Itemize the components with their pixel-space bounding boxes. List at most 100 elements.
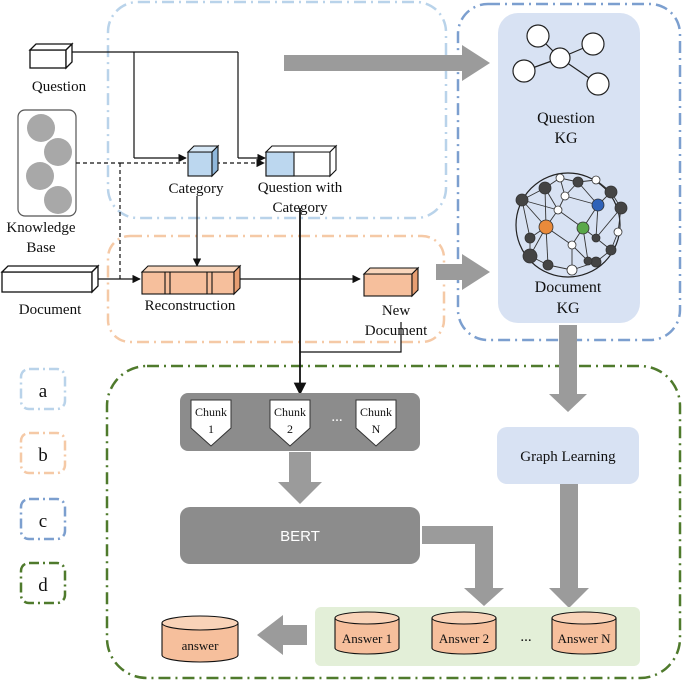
knowledge-base-dashed-links xyxy=(76,158,265,279)
legend-d-box xyxy=(19,561,67,605)
knowledge-base-label-2: Base xyxy=(26,240,56,256)
kg-node xyxy=(605,244,617,256)
category-label: Category xyxy=(169,181,224,197)
kg-node xyxy=(591,198,605,212)
answer-cylinder-body xyxy=(334,618,400,655)
chunk-item: Chunk 1 xyxy=(190,399,232,447)
chunk-item: Chunk 2 xyxy=(269,399,311,447)
answer-cylinder: Answer 1 xyxy=(334,611,400,655)
answer-cylinder: Answer N xyxy=(551,611,617,655)
reconstruction-label: Reconstruction xyxy=(145,298,236,314)
document-kg-label-1: Document xyxy=(535,279,602,296)
chunk-number: 1 xyxy=(208,422,214,436)
category-cube xyxy=(186,144,220,178)
bert-label: BERT xyxy=(280,528,320,545)
graph-learning-label: Graph Learning xyxy=(520,449,616,465)
answer-label: Answer 2 xyxy=(439,631,489,646)
kg-node xyxy=(614,201,628,215)
question-kg-graph xyxy=(512,24,610,96)
region-d-boundary xyxy=(105,364,682,680)
answer-label: Answer N xyxy=(557,631,611,646)
new-document-cube xyxy=(362,266,420,298)
reconstruction-block xyxy=(140,264,242,296)
legend-c-box xyxy=(19,497,67,541)
chunk-label: Chunk xyxy=(195,405,227,419)
answer-ellipsis: ... xyxy=(520,629,531,645)
arrow-question-to-kg xyxy=(284,45,490,81)
legend-b-label: b xyxy=(38,445,48,466)
region-b-boundary xyxy=(106,234,446,344)
graph-learning-box xyxy=(497,427,639,484)
question-label: Question xyxy=(32,79,87,95)
new-document-label-2: Document xyxy=(365,323,428,339)
arrow-kg-to-graph-learning xyxy=(549,325,587,412)
kg-node xyxy=(560,191,570,201)
answer-cylinder-body xyxy=(551,618,617,655)
legend-b-box xyxy=(19,431,67,475)
kg-node xyxy=(542,259,554,271)
document-kg-network xyxy=(515,172,628,278)
connectors xyxy=(72,51,402,396)
question-with-category-box xyxy=(264,144,338,178)
bert-box xyxy=(180,507,420,564)
kg-node xyxy=(613,227,623,237)
question-kg-label-2: KG xyxy=(554,130,578,147)
chunk-shape xyxy=(355,399,397,447)
kg-node xyxy=(572,176,584,188)
kg-node xyxy=(553,205,563,215)
chunk-shape xyxy=(269,399,311,447)
kg-node xyxy=(566,264,578,276)
knowledge-base-label-1: Knowledge xyxy=(6,220,75,236)
arrow-chunks-to-bert xyxy=(278,452,322,504)
kg-node xyxy=(538,181,552,195)
chunk-number: N xyxy=(372,422,381,436)
kg-node xyxy=(591,175,601,185)
kg-node xyxy=(576,221,590,235)
kg-node xyxy=(567,240,577,250)
legend: a b c d xyxy=(19,367,67,605)
document-label: Document xyxy=(19,302,82,318)
region-a-boundary xyxy=(106,0,448,220)
question-box xyxy=(28,42,74,70)
kg-node xyxy=(538,219,554,235)
answer-cylinder-top xyxy=(431,611,497,625)
legend-c-label: c xyxy=(39,511,47,532)
kg-node xyxy=(583,256,593,266)
chunk-label: Chunk xyxy=(360,405,392,419)
answer-cylinder-top xyxy=(334,611,400,625)
kg-node xyxy=(555,173,565,183)
answer-cylinder: Answer 2 xyxy=(431,611,497,655)
kg-node xyxy=(590,256,602,268)
final-answer-cylinder xyxy=(161,615,239,663)
question-with-category-label-1: Question with xyxy=(258,180,343,196)
chunk-number: 2 xyxy=(287,422,293,436)
legend-a-label: a xyxy=(39,381,48,402)
region-c-boundary xyxy=(456,2,682,342)
arrow-answers-to-final xyxy=(257,615,307,655)
final-answer-label: answer xyxy=(182,638,219,653)
document-box xyxy=(0,264,100,294)
flow-arrows xyxy=(257,45,589,655)
question-kg-label-1: Question xyxy=(537,110,595,127)
legend-a-box xyxy=(19,367,67,411)
chunk-shape xyxy=(190,399,232,447)
arrow-bert-to-answers xyxy=(422,526,504,606)
chunk-label: Chunk xyxy=(274,405,306,419)
chunk-ellipsis: ... xyxy=(331,409,342,425)
legend-d-label: d xyxy=(38,575,48,596)
arrow-document-to-kg xyxy=(436,254,490,290)
knowledge-base-icon xyxy=(17,109,77,217)
question-with-category-label-2: Category xyxy=(273,200,328,216)
document-kg-label-2: KG xyxy=(556,300,580,317)
new-document-label-1: New xyxy=(382,303,410,319)
answer-cylinder-body xyxy=(431,618,497,655)
kg-node xyxy=(591,233,601,243)
answer-label: Answer 1 xyxy=(342,631,392,646)
kg-node xyxy=(522,248,538,264)
answers-group: Answer 1 Answer 2 Answer N xyxy=(334,611,617,655)
kg-node xyxy=(515,193,529,207)
arrow-graph-learning-to-answers xyxy=(549,483,589,608)
